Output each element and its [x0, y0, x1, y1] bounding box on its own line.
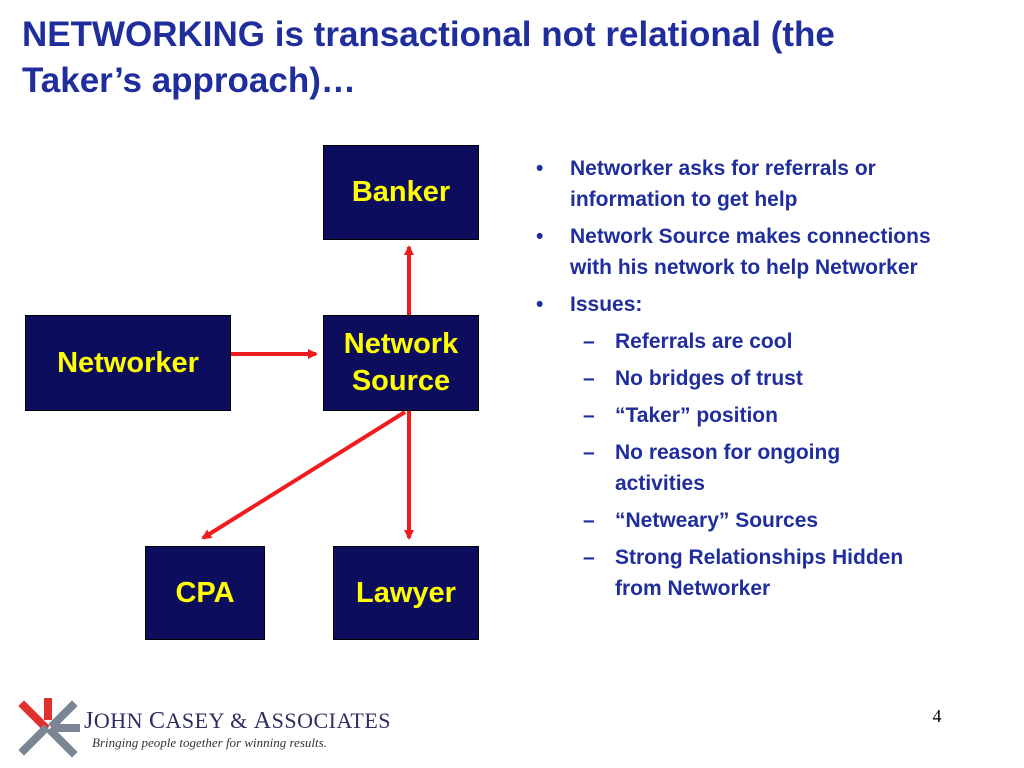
bullet-text: Issues: [570, 293, 643, 316]
sub-bullet-item: –“Taker” position [534, 400, 974, 431]
node-banker-label: Banker [351, 176, 451, 208]
company-name-part: ASEY & [165, 708, 254, 733]
sub-bullet-text: No reason for ongoing activities [615, 441, 841, 495]
slide-title-line-2: Taker’s approach)… [22, 61, 356, 100]
node-networker-label: Networker [57, 346, 199, 379]
sub-bullet-item: –No reason for ongoing activities [534, 437, 974, 499]
arrow-source-to-cpa [201, 410, 407, 540]
sub-bullet-marker: – [583, 441, 595, 464]
node-lawyer-label: Lawyer [356, 576, 456, 609]
company-tagline: Bringing people together for winning res… [92, 735, 327, 750]
bullet-text: Network Source makes connections with hi… [570, 225, 931, 279]
company-name-part: OHN [93, 708, 150, 733]
slide-title-line-1: NETWORKING is transactional not relation… [22, 15, 835, 54]
slide-title: NETWORKING is transactional not relation… [22, 12, 982, 104]
page-number: 4 [932, 706, 942, 726]
node-lawyer: Lawyer [333, 546, 479, 640]
node-cpa: CPA [145, 546, 265, 640]
sub-bullet-text: “Netweary” Sources [615, 509, 819, 532]
sub-bullet-text: “Taker” position [615, 404, 778, 427]
node-cpa-label: CPA [175, 576, 235, 609]
bullet-text: Networker asks for referrals or informat… [570, 157, 876, 211]
bullet-marker: • [536, 225, 544, 248]
company-name-initial: C [149, 708, 166, 734]
company-name: JOHN CASEY & ASSOCIATES [84, 708, 391, 735]
sub-bullet-text: No bridges of trust [615, 367, 803, 390]
sub-bullet-item: –“Netweary” Sources [534, 505, 974, 536]
company-name-initial: A [253, 708, 272, 734]
sub-bullet-item: –Strong Relationships Hidden from Networ… [534, 542, 974, 604]
node-networker: Networker [25, 315, 231, 411]
sub-bullet-marker: – [583, 367, 595, 390]
sub-bullet-item: –No bridges of trust [534, 363, 974, 394]
company-logo-icon [18, 698, 80, 758]
node-network-source-label-1: Network [343, 328, 459, 360]
sub-bullet-marker: – [583, 404, 595, 427]
sub-bullet-text: Referrals are cool [615, 330, 793, 353]
bullet-item: • Issues: [534, 289, 974, 320]
node-network-source: Network Source [323, 315, 479, 411]
bullet-marker: • [536, 293, 544, 316]
sub-bullet-item: –Referrals are cool [534, 326, 974, 357]
company-name-part: SSOCIATES [271, 708, 392, 733]
node-banker: Banker [323, 145, 479, 240]
sub-bullet-marker: – [583, 330, 595, 353]
company-name-initial: J [84, 708, 94, 734]
sub-bullet-marker: – [583, 509, 595, 532]
sub-bullet-marker: – [583, 546, 595, 569]
bullet-item: • Network Source makes connections with h… [534, 221, 974, 283]
bullet-list: • Networker asks for referrals or informa… [534, 153, 974, 610]
bullet-marker: • [536, 157, 544, 180]
bullet-item: • Networker asks for referrals or informa… [534, 153, 974, 215]
sub-bullet-text: Strong Relationships Hidden from Network… [615, 546, 904, 600]
node-network-source-label-2: Source [351, 365, 451, 397]
